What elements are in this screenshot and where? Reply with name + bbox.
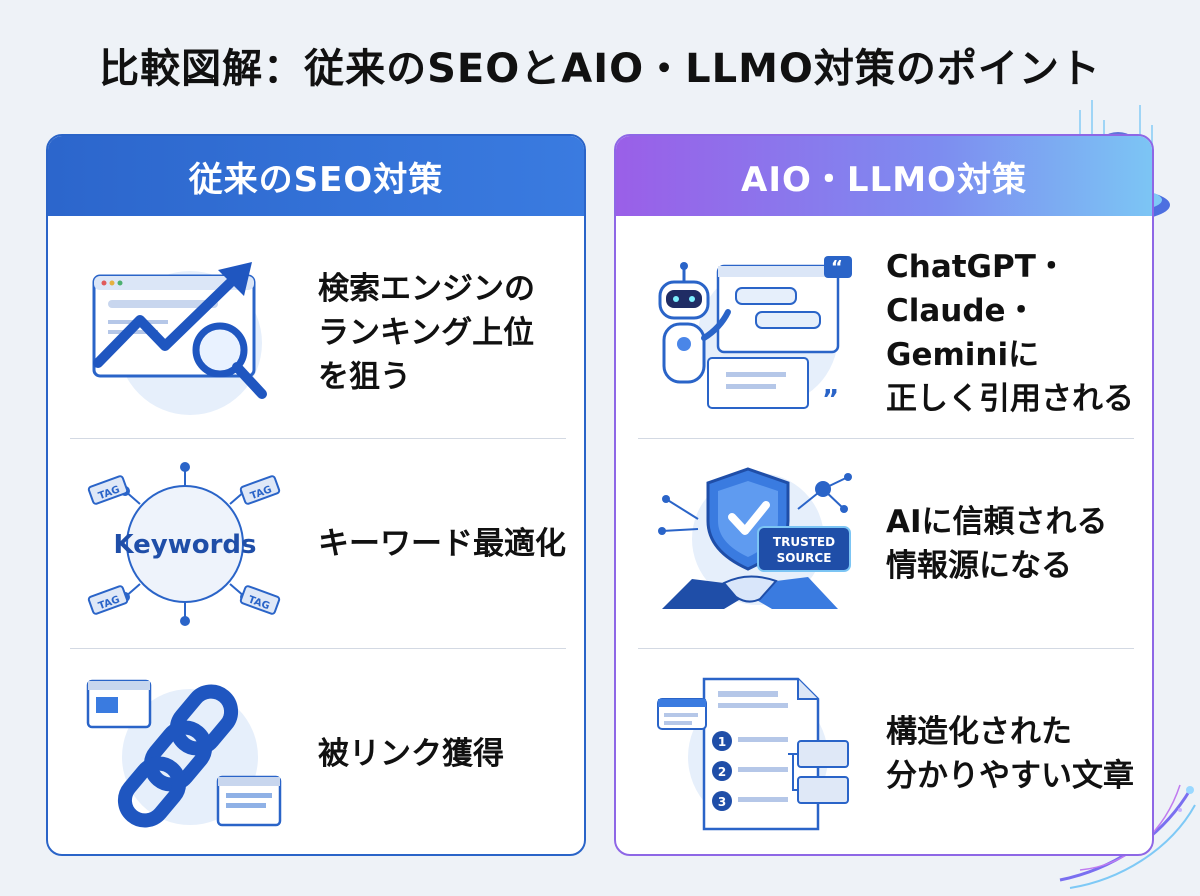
list-number: 3 xyxy=(718,795,726,809)
list-item: TAG TAG TAG TAG Keywords キーワード最適化 xyxy=(70,439,566,649)
trusted-label: TRUSTED xyxy=(773,535,835,549)
traditional-seo-panel: 従来のSEO対策 検索エンジンの ランキング上位 を狙う xyxy=(46,134,586,856)
divider xyxy=(638,438,1134,439)
list-number: 2 xyxy=(718,765,726,779)
keywords-tags-icon: TAG TAG TAG TAG Keywords xyxy=(87,462,281,626)
trusted-source-shield-icon: TRUSTED SOURCE xyxy=(658,467,852,609)
row-text: 被リンク獲得 xyxy=(318,735,504,772)
list-item: 被リンク獲得 xyxy=(70,649,566,854)
chain-link-icon xyxy=(86,679,282,828)
divider xyxy=(70,438,566,439)
row-text: 検索エンジンの ランキング上位 を狙う xyxy=(318,270,535,395)
structured-document-icon: 1 2 3 xyxy=(657,677,849,831)
ai-robot-chat-icon: “ ” xyxy=(658,256,852,415)
search-ranking-icon xyxy=(92,262,267,415)
keywords-label: Keywords xyxy=(113,530,256,560)
row-text: ChatGPT・ Claude・Geminiに 正しく引用される xyxy=(886,248,1134,418)
list-item: TRUSTED SOURCE AIに信頼される 情報源になる xyxy=(638,439,1134,649)
divider xyxy=(70,648,566,649)
row-text: AIに信頼される 情報源になる xyxy=(886,503,1108,584)
divider xyxy=(638,648,1134,649)
aio-llmo-panel: AIO・LLMO対策 “ ” ChatGPT・ Claude・Geminiに xyxy=(614,134,1154,856)
list-item: 1 2 3 構造化された 分かりやすい文章 xyxy=(638,649,1134,854)
page-title: 比較図解：従来のSEOとAIO・LLMO対策のポイント xyxy=(99,46,1101,92)
panel-header: AIO・LLMO対策 xyxy=(616,136,1152,216)
row-text: 構造化された 分かりやすい文章 xyxy=(886,713,1134,794)
list-item: “ ” ChatGPT・ Claude・Geminiに 正しく引用される xyxy=(638,228,1134,438)
source-label: SOURCE xyxy=(777,551,832,565)
list-number: 1 xyxy=(718,735,726,749)
panel-header: 従来のSEO対策 xyxy=(48,136,584,216)
row-text: キーワード最適化 xyxy=(318,525,566,562)
svg-text:”: ” xyxy=(822,385,839,415)
list-item: 検索エンジンの ランキング上位 を狙う xyxy=(70,228,566,438)
svg-text:“: “ xyxy=(831,257,843,278)
